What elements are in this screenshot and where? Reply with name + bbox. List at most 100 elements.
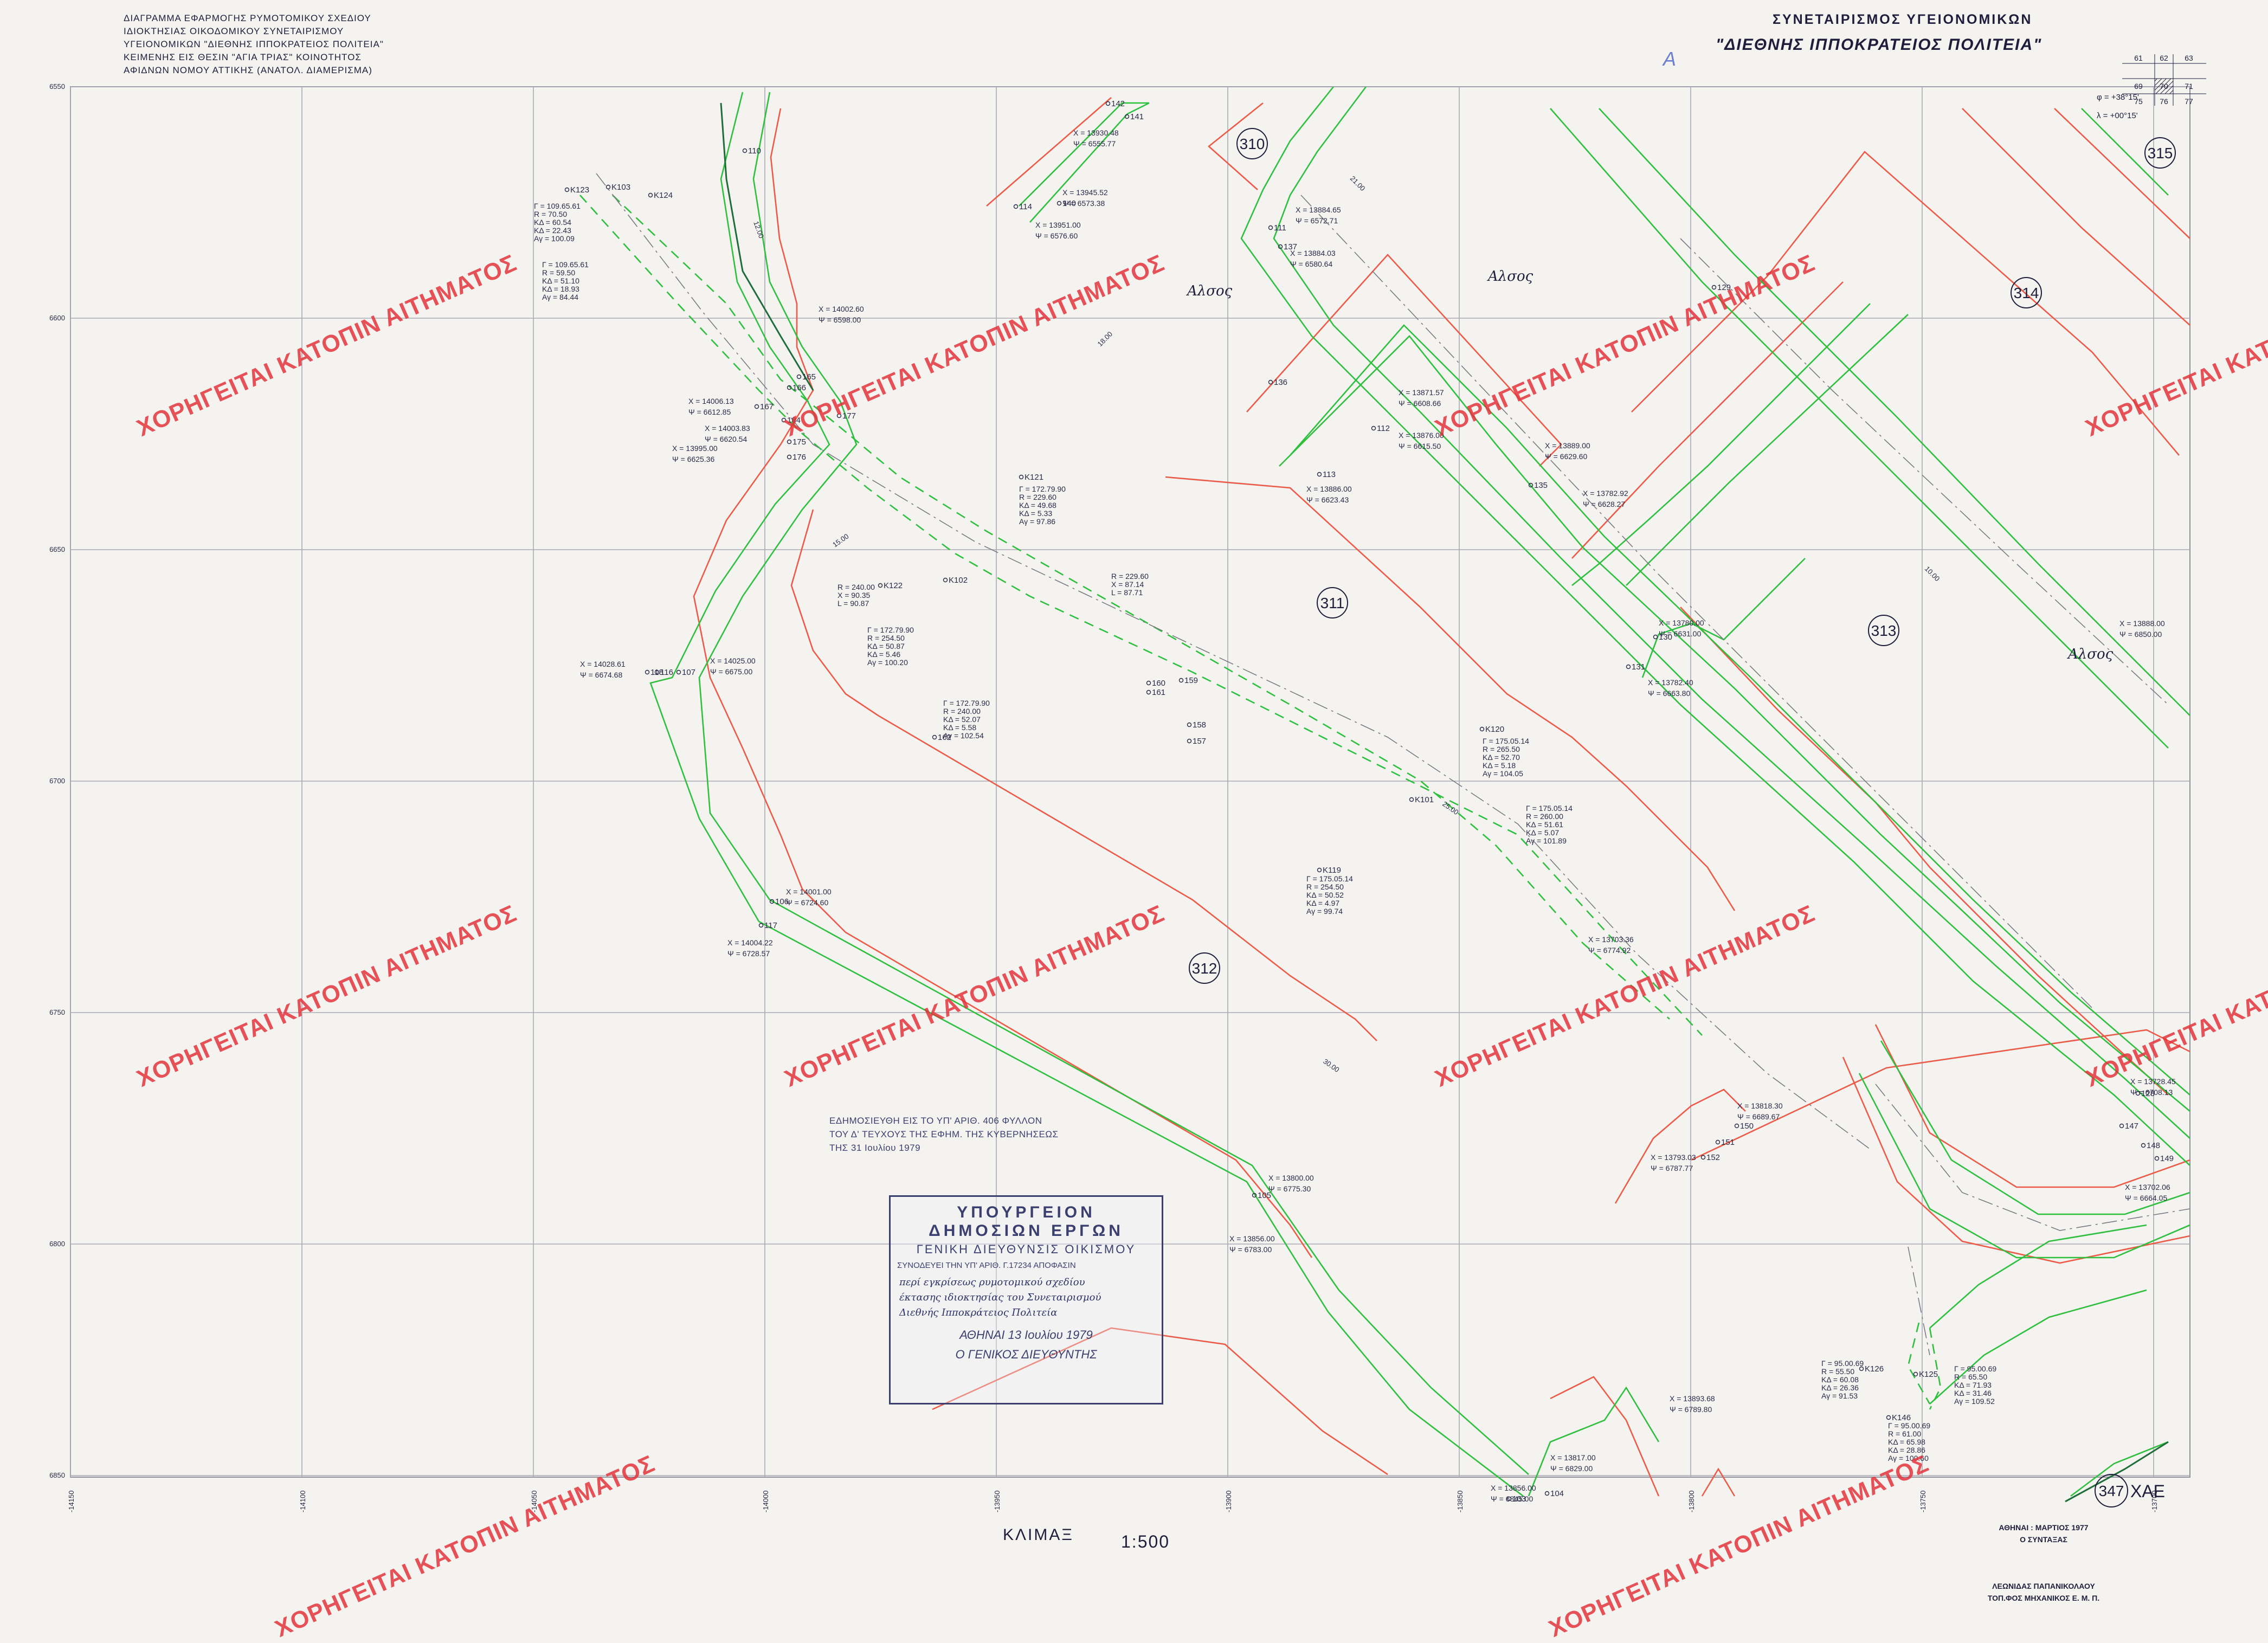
survey-point-marker	[796, 374, 802, 379]
survey-point-marker	[1506, 1496, 1512, 1502]
coordinate-label: X = 13800.00	[1268, 1174, 1314, 1182]
point-label: 160	[1152, 679, 1165, 688]
curve-parameter: ΚΔ = 71.93	[1954, 1381, 1992, 1389]
curve-parameter: Αγ = 101.89	[1526, 836, 1567, 845]
survey-point-marker	[1278, 244, 1283, 249]
point-label: 135	[1534, 481, 1548, 490]
curve-parameter: R = 254.50	[867, 634, 905, 642]
coordinate-label: X = 13884.03	[1290, 249, 1336, 257]
sheet-cell: 61	[2134, 54, 2143, 62]
coordinate-label: X = 13951.00	[1035, 221, 1081, 229]
geo-coords: φ = +38°15' λ = +00°15'	[2097, 93, 2139, 120]
y-axis-labels: 6550 6600 6650 6700 6750 6800 6850	[49, 82, 65, 1479]
coordinate-label: X = 13793.03	[1651, 1153, 1696, 1162]
point-label: 152	[1706, 1153, 1720, 1162]
survey-point-marker	[1859, 1366, 1864, 1371]
coordinate-label: X = 13728.45	[2130, 1077, 2176, 1086]
curve-parameter: R = 65.50	[1954, 1373, 1987, 1381]
block-311: 311	[1317, 587, 1348, 618]
coordinate-label: Ψ = 6572.71	[1296, 216, 1338, 225]
point-label: K122	[884, 581, 903, 590]
coordinate-label: X = 13703.36	[1588, 935, 1634, 944]
curve-parameter: Αγ = 102.54	[943, 731, 984, 740]
curve-parameter: R = 229.60	[1019, 493, 1056, 501]
coordinate-label: Ψ = 6598.00	[819, 315, 861, 324]
curve-parameter: ΚΔ = 51.61	[1526, 820, 1563, 829]
survey-point-marker	[1146, 690, 1151, 695]
coordinate-label: Ψ = 6774.92	[1588, 946, 1631, 955]
block-314: 314	[2011, 277, 2042, 308]
scale-label: ΚΛΙΜΑΞ	[1003, 1526, 1074, 1544]
point-label: 130	[1659, 633, 1672, 642]
coordinate-label: Ψ = 6663.80	[1648, 689, 1690, 698]
curve-parameter: Γ = 109.65.61	[534, 202, 581, 210]
survey-point-marker	[1268, 379, 1273, 385]
coordinate-label: X = 13884.65	[1296, 205, 1341, 214]
survey-point-marker	[1626, 664, 1631, 669]
block-347-suffix: ΧΑΕ	[2130, 1481, 2165, 1501]
road-width-label: 10.00	[1923, 565, 1942, 583]
curve-parameter: Αγ = 97.86	[1019, 517, 1055, 526]
curve-parameter: X = 90.35	[837, 591, 871, 600]
point-label: K119	[1323, 866, 1341, 875]
coordinate-label: X = 14001.00	[786, 887, 832, 896]
coordinate-labels: X = 14002.60Ψ = 6598.00X = 14006.13Ψ = 6…	[580, 128, 2176, 1503]
point-label: K120	[1485, 725, 1504, 734]
survey-point-marker	[1913, 1371, 1918, 1377]
ministry-stamp: ΥΠΟΥΡΓΕΙΟΝ ΔΗΜΟΣΙΩΝ ΕΡΓΩΝ ΓΕΝΙΚΗ ΔΙΕΥΘΥΝ…	[889, 1195, 1163, 1404]
survey-point-marker	[1105, 101, 1111, 106]
curve-parameter: Γ = 172.79.90	[867, 626, 914, 634]
geo-coord: φ = +38°15'	[2097, 93, 2139, 102]
survey-point-marker	[1013, 204, 1019, 209]
survey-point-marker	[787, 385, 792, 390]
title-line: ΑΦΙΔΝΩΝ ΝΟΜΟΥ ΑΤΤΙΚΗΣ (ΑΝΑΤΟΛ. ΔΙΑΜΕΡΙΣΜ…	[124, 65, 372, 75]
point-label: 149	[2160, 1154, 2174, 1163]
cooperative-subtitle: "ΔΙΕΘΝΗΣ ΙΠΠΟΚΡΑΤΕΙΟΣ ΠΟΛΙΤΕΙΑ"	[1716, 36, 2043, 54]
survey-point-marker	[943, 577, 948, 583]
block-label: 311	[1320, 595, 1345, 611]
sheet-cell: 70	[2160, 82, 2168, 91]
point-label: 104	[1550, 1489, 1564, 1498]
curve-parameter: Αγ = 91.53	[1821, 1391, 1858, 1400]
sheet-cell: 76	[2160, 97, 2168, 106]
coordinate-label: Ψ = 6576.60	[1035, 231, 1078, 240]
curve-parameter: ΚΔ = 60.08	[1821, 1375, 1859, 1384]
title-line: ΚΕΙΜΕΝΗΣ ΕΙΣ ΘΕΣΙΝ "ΑΓΙΑ ΤΡΙΑΣ" ΚΟΙΝΟΤΗΤ…	[124, 52, 362, 62]
point-label: 110	[748, 146, 761, 156]
curve-parameter: R = 229.60	[1111, 572, 1149, 581]
curve-parameter: Αγ = 99.74	[1306, 907, 1343, 916]
point-label: 114	[1019, 202, 1032, 211]
coordinate-label: Ψ = 6615.50	[1399, 442, 1441, 450]
point-label: 161	[1152, 688, 1165, 697]
curve-parameter: Γ = 95.00.69	[1888, 1421, 1930, 1430]
coordinate-label: X = 13888.00	[2119, 619, 2165, 628]
curve-parameter: ΚΔ = 28.86	[1888, 1446, 1925, 1454]
survey-point-marker	[605, 184, 611, 190]
coordinate-label: Ψ = 6675.00	[710, 667, 752, 676]
survey-point-marker	[781, 417, 787, 423]
y-axis-label: 6650	[49, 545, 65, 553]
survey-point-marker	[2154, 1156, 2160, 1161]
curve-parameter: ΚΔ = 50.87	[867, 642, 905, 650]
survey-point-marker	[769, 899, 775, 904]
block-markers: 310 311 312 313 314 315 347 ΧΑΕ	[1189, 128, 2176, 1507]
coordinate-label: Ψ = 6555.77	[1073, 139, 1116, 148]
point-label: 148	[2147, 1141, 2160, 1150]
x-axis-label: -13950	[993, 1491, 1001, 1512]
pub-line: ΕΔΗΜΟΣΙΕΥΘΗ ΕΙΣ ΤΟ ΥΠ' ΑΡΙΘ. 406 ΦΥΛΛΟΝ	[829, 1116, 1042, 1126]
survey-point-marker	[1268, 225, 1273, 230]
point-label: 141	[1130, 112, 1144, 121]
point-label: 105	[1258, 1191, 1271, 1200]
curve-parameter: L = 90.87	[837, 599, 869, 608]
stamp-handwriting: περί εγκρίσεως ρυμοτομικού σχεδίου	[899, 1277, 1085, 1288]
block-313: 313	[1868, 615, 1899, 646]
x-axis-label: -13850	[1456, 1491, 1464, 1512]
curve-parameter: ΚΔ = 5.18	[1483, 761, 1516, 770]
curve-parameter: Γ = 172.79.90	[943, 699, 990, 707]
grove-label: Αλσος	[1186, 283, 1233, 299]
curve-parameter: Γ = 175.05.14	[1306, 874, 1353, 883]
coordinate-label: X = 13818.30	[1737, 1101, 1783, 1110]
block-label: 312	[1192, 960, 1217, 977]
survey-point-marker	[1715, 1139, 1721, 1145]
